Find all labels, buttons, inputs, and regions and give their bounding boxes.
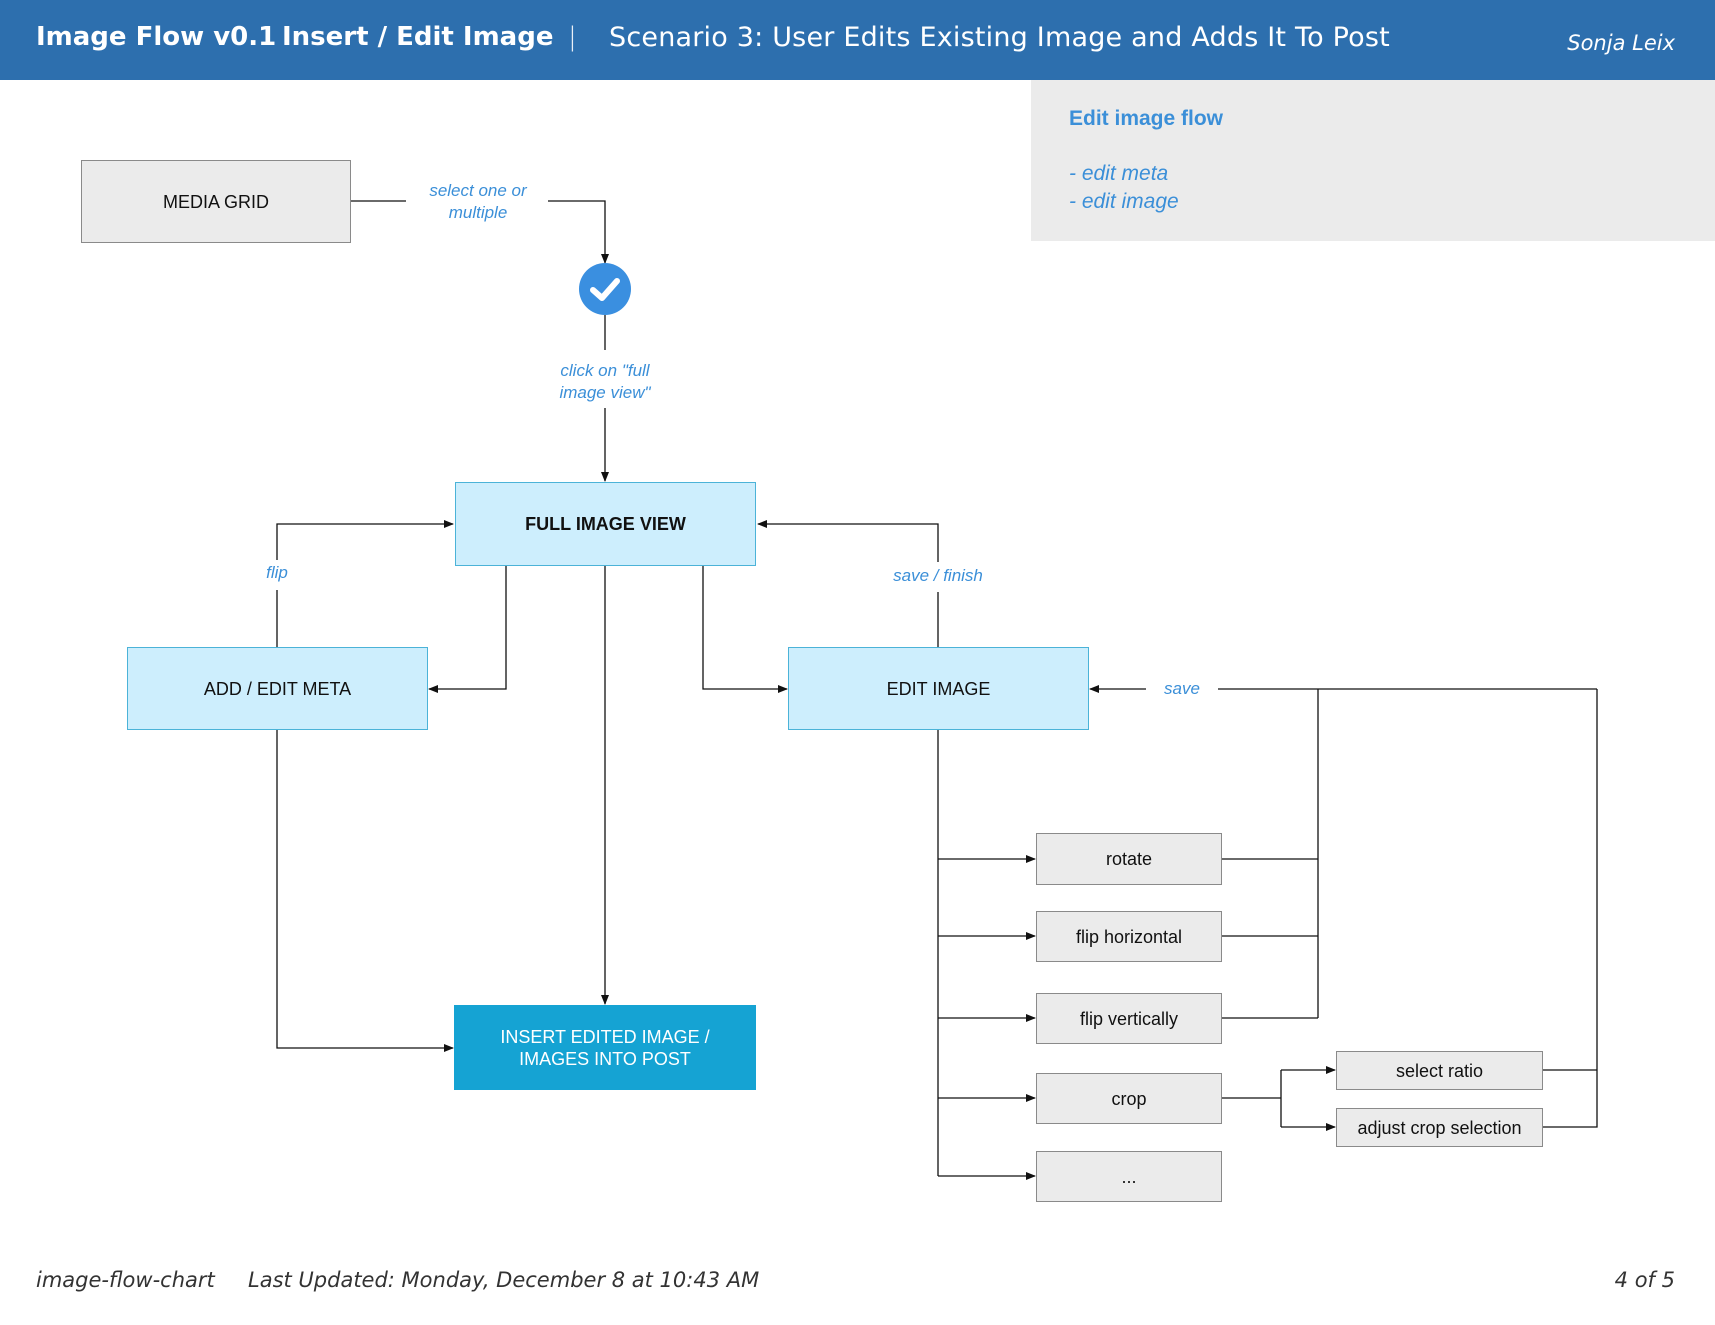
edge-meta-to-insert xyxy=(276,730,454,1052)
node-full-image-view[interactable]: FULL IMAGE VIEW xyxy=(455,482,756,566)
edge-label-select-line2: multiple xyxy=(448,203,508,222)
edge-label-select-line1: select one or xyxy=(429,181,527,200)
edge-flip-label-to-full-view xyxy=(276,520,454,560)
title-separator: | xyxy=(568,22,577,52)
edge-adjust-crop-to-save xyxy=(1543,689,1598,1128)
note-title: Edit image flow xyxy=(1069,107,1224,130)
node-add-edit-meta[interactable]: ADD / EDIT META xyxy=(127,647,428,730)
node-flip-vertically-label: flip vertically xyxy=(1079,1008,1179,1029)
app-title: Image Flow v0.1 xyxy=(36,22,277,52)
node-flip-horizontal-label: flip horizontal xyxy=(1075,926,1183,947)
note-item-edit-meta: - edit meta xyxy=(1069,162,1169,185)
edge-select-to-check xyxy=(548,200,609,264)
edge-label-click-full-view: click on "full image view" xyxy=(535,360,675,404)
node-crop[interactable]: crop xyxy=(1036,1073,1222,1124)
node-insert-into-post[interactable]: INSERT EDITED IMAGE / IMAGES INTO POST xyxy=(454,1005,756,1090)
edge-save-finish-to-full-view xyxy=(757,520,939,562)
node-flip-vertically[interactable]: flip vertically xyxy=(1036,993,1222,1044)
node-insert-label-line2: IMAGES INTO POST xyxy=(519,1048,691,1069)
header-bar: Image Flow v0.1 Insert / Edit Image | Sc… xyxy=(0,0,1715,80)
note-panel: Edit image flow - edit meta - edit image xyxy=(1031,80,1715,241)
edge-label-save: save xyxy=(1147,678,1217,700)
check-circle-icon xyxy=(579,263,631,315)
edge-label-flip: flip xyxy=(247,562,307,584)
edge-label-select: select one or multiple xyxy=(408,180,548,224)
node-rotate[interactable]: rotate xyxy=(1036,833,1222,885)
node-insert-label-line1: INSERT EDITED IMAGE / xyxy=(500,1026,710,1047)
node-more-label: ... xyxy=(1121,1166,1137,1187)
node-crop-label: crop xyxy=(1111,1088,1147,1109)
node-flip-horizontal[interactable]: flip horizontal xyxy=(1036,911,1222,962)
node-add-edit-meta-label: ADD / EDIT META xyxy=(203,678,352,699)
node-media-grid-label: MEDIA GRID xyxy=(162,191,269,212)
node-select-ratio[interactable]: select ratio xyxy=(1336,1051,1543,1090)
note-item-edit-image: - edit image xyxy=(1069,190,1179,213)
footer-page-number: 4 of 5 xyxy=(1614,1268,1675,1292)
scenario-title: Scenario 3: User Edits Existing Image an… xyxy=(609,22,1390,53)
section-title: Insert / Edit Image xyxy=(282,22,554,52)
edge-full-view-to-edit xyxy=(702,566,788,693)
edge-full-view-to-meta xyxy=(428,566,507,693)
edge-label-save-finish: save / finish xyxy=(878,565,998,587)
node-edit-image[interactable]: EDIT IMAGE xyxy=(788,647,1089,730)
node-select-ratio-label: select ratio xyxy=(1395,1060,1484,1081)
node-full-image-view-label: FULL IMAGE VIEW xyxy=(525,514,686,534)
node-more[interactable]: ... xyxy=(1036,1151,1222,1202)
edge-label-click-line2: image view" xyxy=(559,383,651,402)
node-adjust-crop-label: adjust crop selection xyxy=(1357,1117,1522,1138)
node-rotate-label: rotate xyxy=(1105,849,1153,869)
node-edit-image-label: EDIT IMAGE xyxy=(886,678,991,699)
footer-last-updated: Last Updated: Monday, December 8 at 10:4… xyxy=(248,1268,760,1292)
edge-label-click-line1: click on "full xyxy=(560,361,650,380)
node-media-grid[interactable]: MEDIA GRID xyxy=(81,160,351,243)
footer-filename: image-flow-chart xyxy=(36,1268,215,1292)
author-name: Sonja Leix xyxy=(1567,31,1675,55)
node-adjust-crop-selection[interactable]: adjust crop selection xyxy=(1336,1108,1543,1147)
